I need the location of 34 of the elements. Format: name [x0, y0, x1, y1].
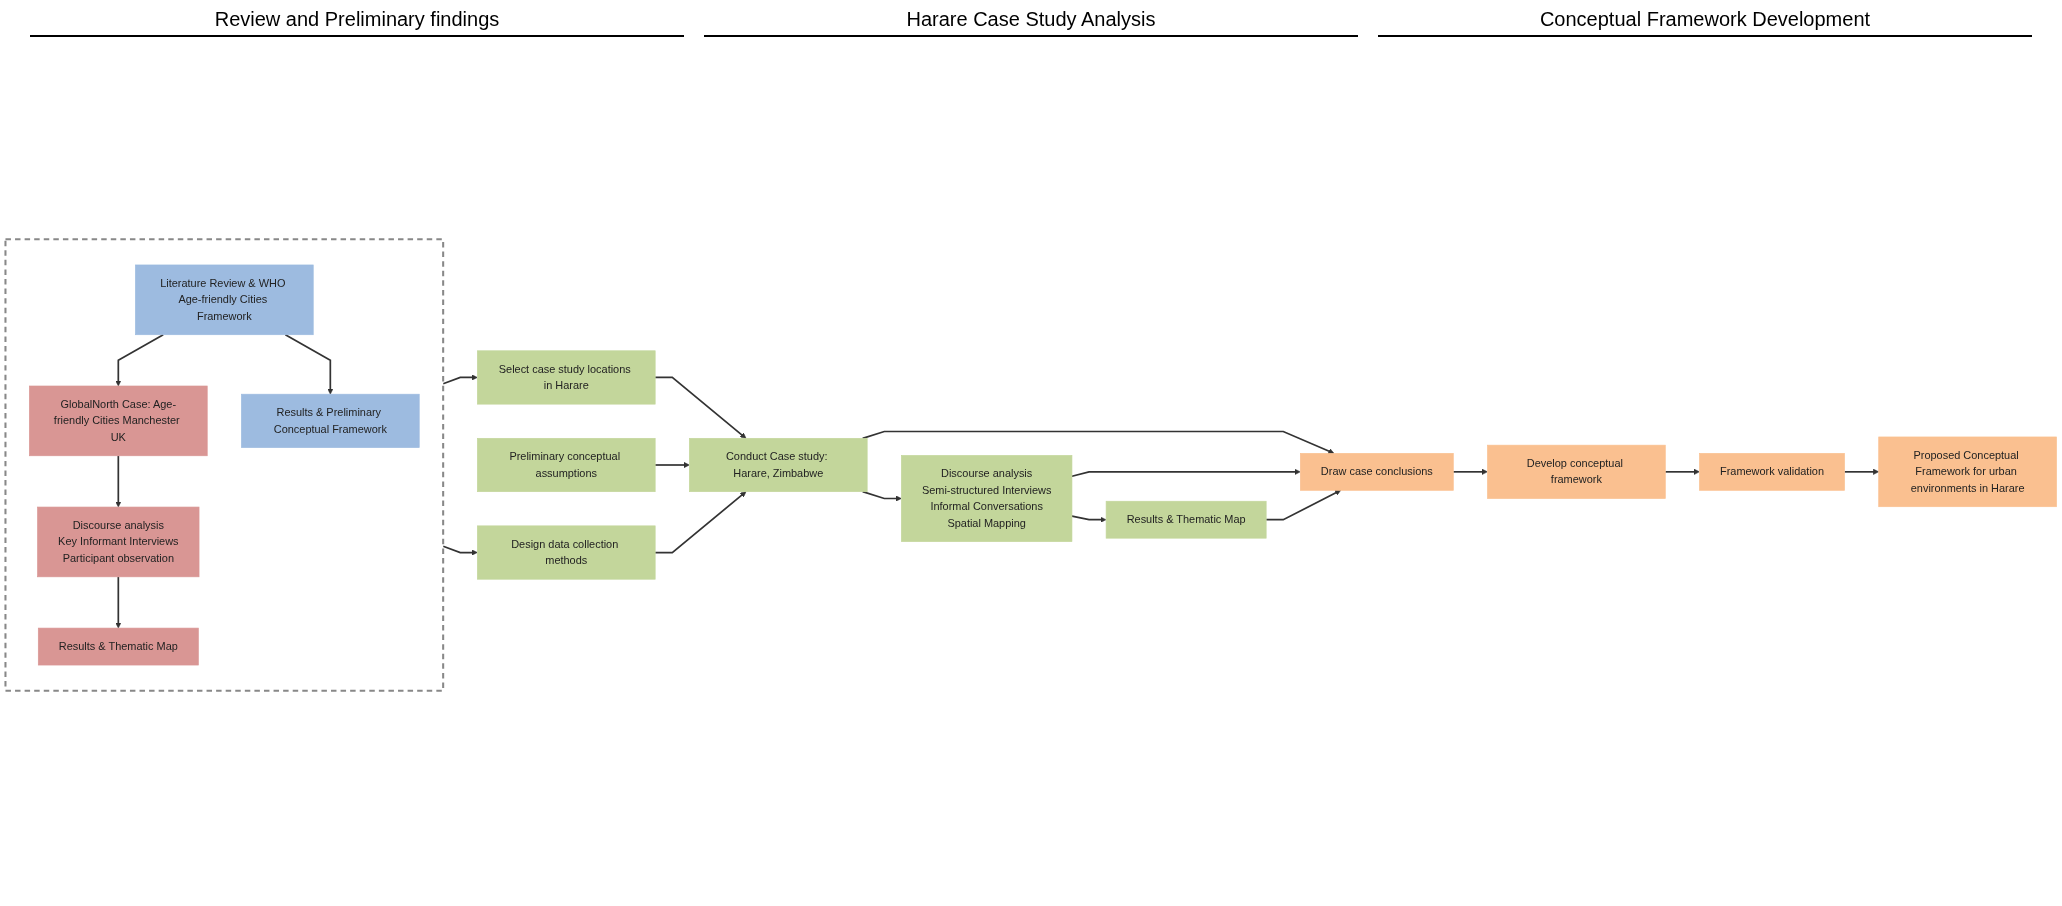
arrow: [284, 333, 334, 395]
node-box: Draw case conclusions: [1300, 453, 1454, 491]
arrow: [115, 454, 122, 508]
node-box: Preliminary conceptual assumptions: [477, 438, 656, 492]
node-box: Literature Review & WHO Age-friendly Cities Framework: [135, 264, 314, 336]
arrow: [861, 430, 1335, 454]
arrow: [1071, 515, 1107, 523]
node-box: Discourse analysis Key Informant Interviews Participant observation: [37, 506, 200, 578]
node-box: Results & Thematic Map: [1105, 500, 1267, 539]
node-box: GlobalNorth Case: Age-friendly Cities Manchester UK: [29, 385, 208, 457]
node-box: Results & Thematic Map: [37, 627, 199, 666]
arrow: [1843, 468, 1879, 475]
node-box: Develop conceptual framework: [1487, 444, 1666, 499]
arrow: [654, 491, 747, 554]
arrow: [115, 333, 165, 387]
arrow: [1452, 468, 1488, 475]
node-box: Design data collection methods: [477, 525, 656, 580]
phase-label: Conceptual Framework Development: [1378, 8, 2032, 37]
arrow: [654, 376, 747, 439]
arrow: [654, 462, 690, 468]
cluster: [4, 238, 445, 692]
node-box: Results & Preliminary Conceptual Framework: [241, 393, 420, 448]
node-box: Conduct Case study: Harare, Zimbabwe: [689, 438, 868, 492]
arrow: [1071, 468, 1301, 478]
node-box: Select case study locations in Harare: [477, 350, 656, 405]
arrow: [115, 575, 122, 629]
phase-label: Harare Case Study Analysis: [704, 8, 1358, 37]
arrow: [1664, 468, 1700, 475]
node-box: Discourse analysis Semi-structured Interviews Informal Conversations Spatial Mapping: [901, 455, 1073, 542]
arrow: [1265, 490, 1341, 521]
node-box: Framework validation: [1699, 453, 1845, 491]
node-box: Proposed Conceptual Framework for urban environments in Harare: [1878, 436, 2057, 508]
phase-label: Review and Preliminary findings: [30, 8, 684, 37]
arrow: [861, 490, 902, 502]
